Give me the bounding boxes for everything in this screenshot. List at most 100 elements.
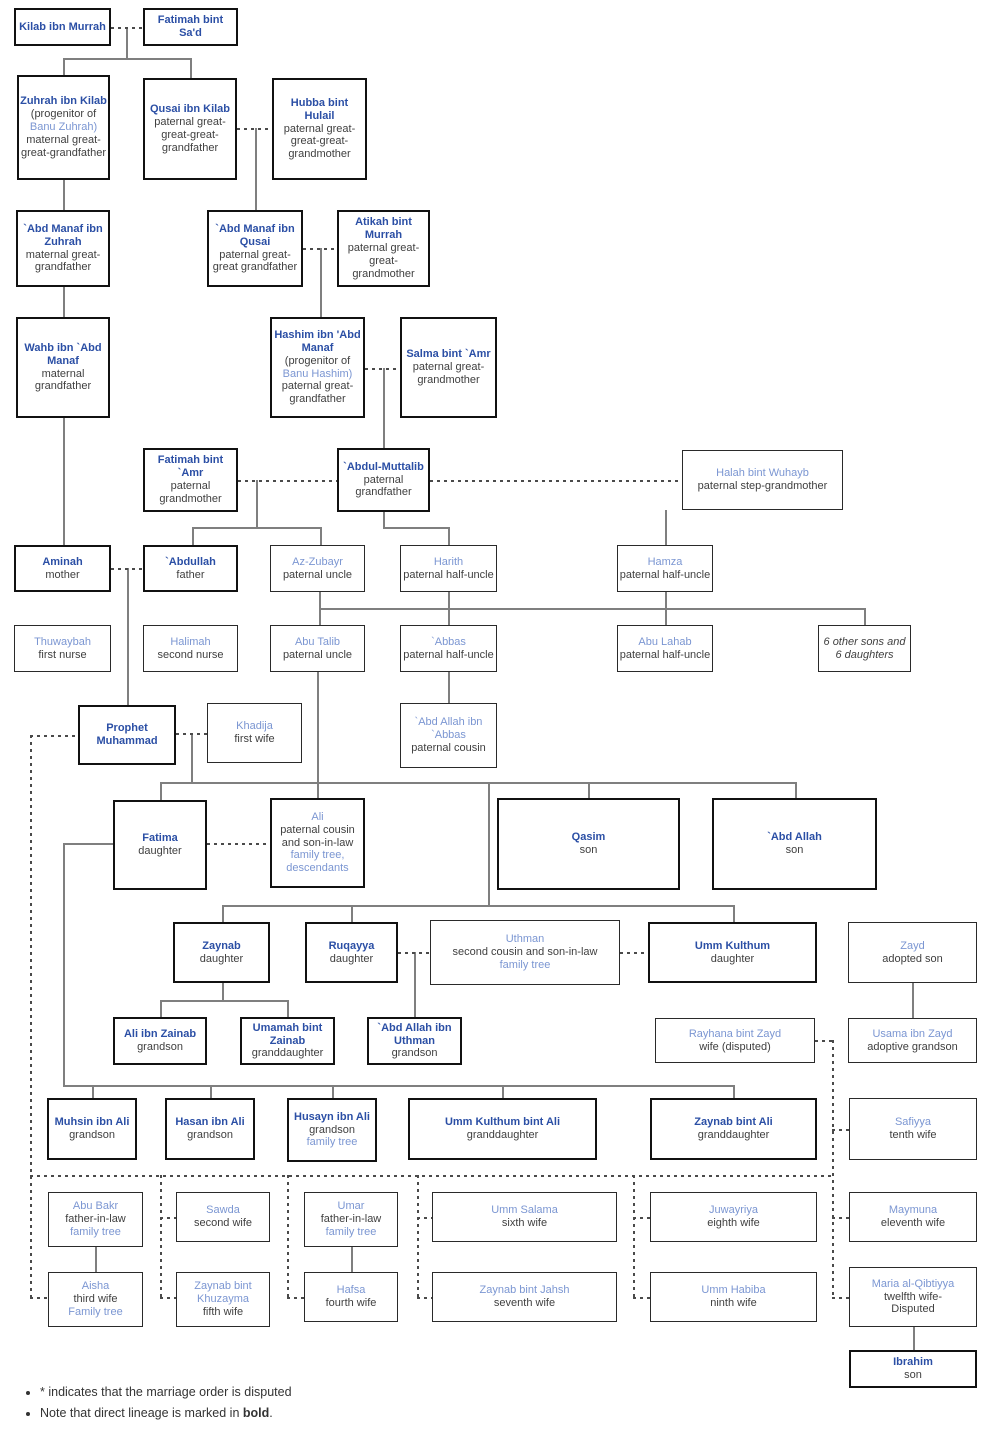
marriage-connector [207,843,270,845]
husayn-ibn-ali-name[interactable]: Husayn ibn Ali [294,1110,370,1123]
ali-ibn-zainab-name[interactable]: Ali ibn Zainab [123,1028,197,1041]
hasan-ibn-ali-name[interactable]: Hasan ibn Ali [175,1116,245,1129]
marriage-connector [633,1297,650,1299]
umar-link[interactable]: family tree [325,1225,377,1238]
qusai-ibn-kilab-name[interactable]: Qusai ibn Kilab [149,103,231,116]
maria-al-qibtiyya-name[interactable]: Maria al-Qibtiyya [871,1277,955,1290]
node-six-other-sons: 6 other sons and 6 daughters [818,625,911,672]
aminah-name[interactable]: Aminah [42,555,83,568]
qusai-ibn-kilab-label: paternal great-great-great-grandfather [154,116,226,154]
salma-bint-amr-name[interactable]: Salma bint `Amr [406,348,491,361]
hashim-ibn-abd-manaf-link[interactable]: Banu Hashim) [282,367,353,380]
ibrahim-name[interactable]: Ibrahim [893,1356,933,1369]
umar-name[interactable]: Umar [337,1200,365,1213]
lineage-connector [63,843,65,1085]
abd-manaf-ibn-qusai-name[interactable]: `Abd Manaf ibn Qusai [215,222,295,248]
umm-kulthum-daughter-name[interactable]: Umm Kulthum [694,939,771,952]
lineage-connector [317,672,319,798]
marriage-connector [633,1175,635,1297]
umm-kulthum-bint-ali-name[interactable]: Umm Kulthum bint Ali [444,1116,561,1129]
fatima-name[interactable]: Fatima [142,832,178,845]
fatimah-bint-amr-name[interactable]: Fatimah bint `Amr [157,454,224,480]
ali-link[interactable]: descendants [286,862,349,875]
zaynab-bint-ali-name[interactable]: Zaynab bint Ali [694,1116,773,1129]
zaynab-daughter-name[interactable]: Zaynab [202,939,241,952]
marriage-connector [30,735,78,737]
ali-name[interactable]: Ali [311,810,324,823]
abd-allah-ibn-uthman-name[interactable]: `Abd Allah ibn Uthman [377,1021,452,1047]
halah-bint-wuhayb-label: paternal step-grandmother [697,480,828,492]
zuhrah-ibn-kilab-link[interactable]: Banu Zuhrah) [29,121,98,134]
lineage-connector [488,782,490,905]
abdul-muttalib-name[interactable]: `Abdul-Muttalib [343,460,424,473]
husayn-ibn-ali-label: grandson [309,1123,355,1136]
ali-link[interactable]: family tree, [290,849,345,862]
muhsin-ibn-ali-name[interactable]: Muhsin ibn Ali [54,1116,130,1129]
abu-lahab-name[interactable]: Abu Lahab [638,635,692,648]
zayd-name[interactable]: Zayd [900,939,925,952]
abdullah-name[interactable]: `Abdullah [165,555,216,568]
abu-talib-name[interactable]: Abu Talib [294,635,341,648]
halah-bint-wuhayb-name[interactable]: Halah bint Wuhayb [716,467,809,480]
zaynab-bint-jahsh-name[interactable]: Zaynab bint Jahsh [479,1284,570,1297]
abbas-name[interactable]: `Abbas [431,635,466,648]
khadija-name[interactable]: Khadija [236,720,273,733]
umm-salama-name[interactable]: Umm Salama [491,1204,558,1217]
usama-ibn-zayd-name[interactable]: Usama ibn Zayd [872,1027,953,1040]
maymuna-name[interactable]: Maymuna [888,1204,938,1217]
juwayriya-name[interactable]: Juwayriya [709,1204,758,1217]
aisha-link[interactable]: Family tree [68,1305,123,1318]
hafsa-name[interactable]: Hafsa [336,1284,366,1297]
zaynab-bint-khuzayma-name[interactable]: Zaynab bint Khuzayma [194,1280,252,1306]
lineage-connector [320,527,322,545]
sawda-label: second wife [193,1217,253,1229]
marriage-connector [30,1175,832,1177]
hubba-bint-hulail-name[interactable]: Hubba bint Hulail [290,96,349,122]
abd-manaf-ibn-zuhrah-name[interactable]: `Abd Manaf ibn Zuhrah [23,222,103,248]
rayhana-bint-zayd-name[interactable]: Rayhana bint Zayd [688,1027,782,1040]
prophet-muhammad-name[interactable]: Prophet Muhammad [96,722,158,747]
uthman-name[interactable]: Uthman [505,933,545,946]
az-zubayr-name[interactable]: Az-Zubayr [292,555,343,568]
lineage-connector [665,510,667,545]
kilab-ibn-murrah-name[interactable]: Kilab ibn Murrah [19,20,106,33]
safiyya-name[interactable]: Safiyya [894,1116,932,1129]
umm-salama-label: sixth wife [501,1217,548,1229]
harith-name[interactable]: Harith [433,555,464,568]
uthman-link[interactable]: family tree [499,958,551,971]
marriage-connector [287,1297,304,1299]
atikah-bint-murrah-name[interactable]: Atikah bint Murrah [355,216,412,242]
lineage-connector [864,608,866,625]
sawda-name[interactable]: Sawda [206,1204,240,1217]
safiyya-label: tenth wife [889,1129,937,1141]
abu-bakr-name[interactable]: Abu Bakr [72,1200,119,1213]
hamza-name[interactable]: Hamza [647,555,683,568]
salma-bint-amr-label: paternal great-grandmother [412,361,485,386]
abd-allah-ibn-abbas-name[interactable]: `Abd Allah ibn `Abbas [414,716,483,742]
qasim-name[interactable]: Qasim [571,831,606,844]
abu-bakr-link[interactable]: family tree [70,1225,121,1238]
umm-habiba-name[interactable]: Umm Habiba [701,1284,766,1297]
ruqayya-name[interactable]: Ruqayya [328,939,375,952]
hashim-ibn-abd-manaf-name[interactable]: Hashim ibn 'Abd Manaf [274,328,361,354]
marriage-connector [832,1040,834,1297]
zuhrah-ibn-kilab-name[interactable]: Zuhrah ibn Kilab [20,95,107,108]
husayn-ibn-ali-link[interactable]: family tree [306,1136,358,1149]
thuwaybah-name[interactable]: Thuwaybah [34,635,91,648]
wahb-ibn-abd-manaf-name[interactable]: Wahb ibn `Abd Manaf [24,341,102,367]
lineage-connector [63,180,65,210]
marriage-connector [417,1297,432,1299]
abd-allah-name[interactable]: `Abd Allah [767,831,822,844]
fatimah-bint-sad-name[interactable]: Fatimah bint Sa'd [157,14,224,39]
aisha-name[interactable]: Aisha [81,1280,110,1293]
umamah-bint-zainab-name[interactable]: Umamah bint Zainab [252,1021,323,1047]
halimah-name[interactable]: Halimah [170,635,211,648]
halimah-label: second nurse [157,648,224,661]
footnote-lineage: Note that direct lineage is marked in bo… [40,1406,292,1420]
